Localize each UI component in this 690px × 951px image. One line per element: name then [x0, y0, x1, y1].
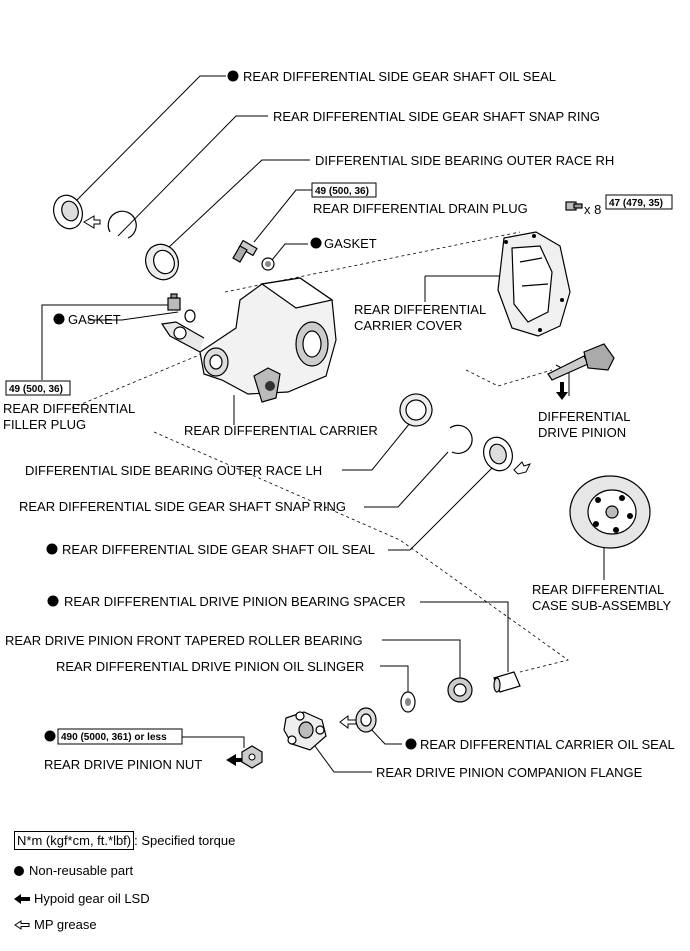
side-gear-shaft-oil-seal-bottom-part: [483, 436, 531, 475]
legend-hypoid-oil-text: Hypoid gear oil LSD: [34, 891, 150, 906]
filler-plug-torque: 49 (500, 36): [9, 384, 63, 395]
label-gasket-filler: GASKET: [68, 312, 121, 327]
non-reusable-dot: [47, 595, 59, 607]
label-carrier-cover-line1: REAR DIFFERENTIAL: [354, 302, 486, 317]
bearing-spacer-part: [493, 671, 521, 693]
legend-mp-grease: MP grease: [14, 917, 97, 933]
drain-gasket-part: [261, 257, 275, 271]
label-front-tapered-roller-bearing: REAR DRIVE PINION FRONT TAPERED ROLLER B…: [5, 633, 363, 648]
label-carrier: REAR DIFFERENTIAL CARRIER: [184, 423, 378, 438]
drive-pinion-part: [547, 343, 615, 400]
legend-torque-text: : Specified torque: [134, 833, 236, 848]
leader-lines: [41, 75, 605, 773]
legend-non-reusable: Non-reusable part: [14, 863, 133, 879]
label-side-gear-shaft-snap-ring-bottom: REAR DIFFERENTIAL SIDE GEAR SHAFT SNAP R…: [19, 499, 346, 514]
oil-slinger-part: [400, 691, 416, 713]
label-side-bearing-outer-race-lh: DIFFERENTIAL SIDE BEARING OUTER RACE LH: [25, 463, 322, 478]
label-carrier-oil-seal: REAR DIFFERENTIAL CARRIER OIL SEAL: [420, 737, 675, 752]
filler-plug-part: [167, 293, 181, 311]
label-bearing-spacer: REAR DIFFERENTIAL DRIVE PINION BEARING S…: [64, 594, 406, 609]
cover-bolt-quantity: x 8: [584, 202, 601, 217]
label-gasket-drain: GASKET: [324, 236, 377, 251]
front-tapered-roller-bearing-part: [447, 677, 473, 703]
companion-flange-part: [283, 711, 327, 751]
label-side-gear-shaft-snap-ring-top: REAR DIFFERENTIAL SIDE GEAR SHAFT SNAP R…: [273, 109, 600, 124]
side-bearing-outer-race-rh-part: [145, 243, 179, 281]
non-reusable-dot: [227, 70, 239, 82]
non-reusable-markers: [44, 70, 417, 750]
non-reusable-dot: [46, 543, 58, 555]
label-oil-slinger: REAR DIFFERENTIAL DRIVE PINION OIL SLING…: [56, 659, 364, 674]
label-side-gear-shaft-oil-seal-top: REAR DIFFERENTIAL SIDE GEAR SHAFT OIL SE…: [243, 69, 556, 84]
label-drain-plug: REAR DIFFERENTIAL DRAIN PLUG: [313, 201, 528, 216]
drain-plug-part: [232, 239, 258, 263]
non-reusable-dot: [310, 237, 322, 249]
cover-bolt-torque: 47 (479, 35): [609, 198, 663, 209]
legend-torque: N*m (kgf*cm, ft.*lbf): Specified torque: [14, 831, 236, 850]
legend-mp-grease-text: MP grease: [34, 917, 97, 932]
pinion-nut-part: [226, 745, 263, 769]
outline-arrow-icon: [14, 920, 30, 930]
side-gear-shaft-snap-ring-bottom-part: [449, 424, 473, 455]
side-gear-shaft-oil-seal-top-part: [53, 194, 101, 230]
label-carrier-cover-line2: CARRIER COVER: [354, 318, 462, 333]
legend-torque-box: N*m (kgf*cm, ft.*lbf): [14, 831, 135, 850]
label-case-sub-assembly-line1: REAR DIFFERENTIAL: [532, 582, 664, 597]
label-drive-pinion-line1: DIFFERENTIAL: [538, 409, 630, 424]
differential-case-part: [569, 475, 651, 549]
non-reusable-dot-icon: [14, 866, 24, 876]
part-labels: REAR DIFFERENTIAL SIDE GEAR SHAFT OIL SE…: [3, 69, 675, 780]
label-side-gear-shaft-oil-seal-bottom: REAR DIFFERENTIAL SIDE GEAR SHAFT OIL SE…: [62, 542, 375, 557]
side-gear-shaft-snap-ring-top-part: [107, 210, 137, 239]
differential-carrier-part: [160, 277, 337, 403]
label-filler-plug-line2: FILLER PLUG: [3, 417, 86, 432]
carrier-oil-seal-part: [339, 707, 377, 733]
label-pinion-nut: REAR DRIVE PINION NUT: [44, 757, 202, 772]
label-case-sub-assembly-line2: CASE SUB-ASSEMBLY: [532, 598, 672, 613]
label-drive-pinion-line2: DRIVE PINION: [538, 425, 626, 440]
label-companion-flange: REAR DRIVE PINION COMPANION FLANGE: [376, 765, 643, 780]
cover-bolt-part: [565, 201, 583, 211]
legend-non-reusable-text: Non-reusable part: [29, 863, 134, 878]
filled-arrow-icon: [14, 894, 30, 904]
side-bearing-outer-race-lh-part: [399, 393, 433, 427]
label-side-bearing-outer-race-rh: DIFFERENTIAL SIDE BEARING OUTER RACE RH: [315, 153, 614, 168]
non-reusable-dot: [44, 730, 56, 742]
non-reusable-dot: [405, 738, 417, 750]
carrier-cover-part: [497, 231, 571, 337]
drain-plug-torque: 49 (500, 36): [315, 186, 369, 197]
filler-gasket-part: [184, 309, 196, 323]
label-filler-plug-line1: REAR DIFFERENTIAL: [3, 401, 135, 416]
pinion-nut-torque: 490 (5000, 361) or less: [61, 732, 167, 743]
torque-boxes: [5, 182, 673, 745]
non-reusable-dot: [53, 313, 65, 325]
legend-hypoid-oil: Hypoid gear oil LSD: [14, 891, 150, 907]
